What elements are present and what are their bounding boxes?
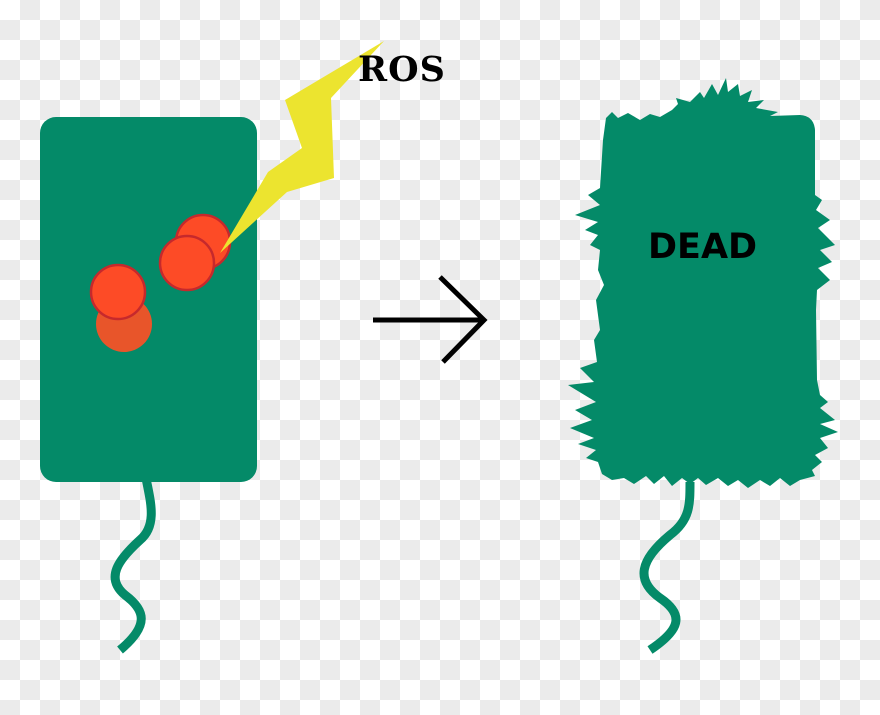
ros-particle-front-left (89, 263, 147, 321)
ros-particle-front-right (158, 234, 216, 292)
live-cell-flagellum (110, 477, 156, 654)
lightning-bolt-icon (220, 41, 384, 253)
ros-label: ROS (358, 49, 446, 90)
live-cell-body (40, 117, 257, 482)
transition-arrow-icon (373, 275, 488, 364)
dead-cell-flagellum (639, 481, 695, 654)
dead-cell-body (568, 78, 838, 488)
dead-label: DEAD (648, 227, 758, 267)
